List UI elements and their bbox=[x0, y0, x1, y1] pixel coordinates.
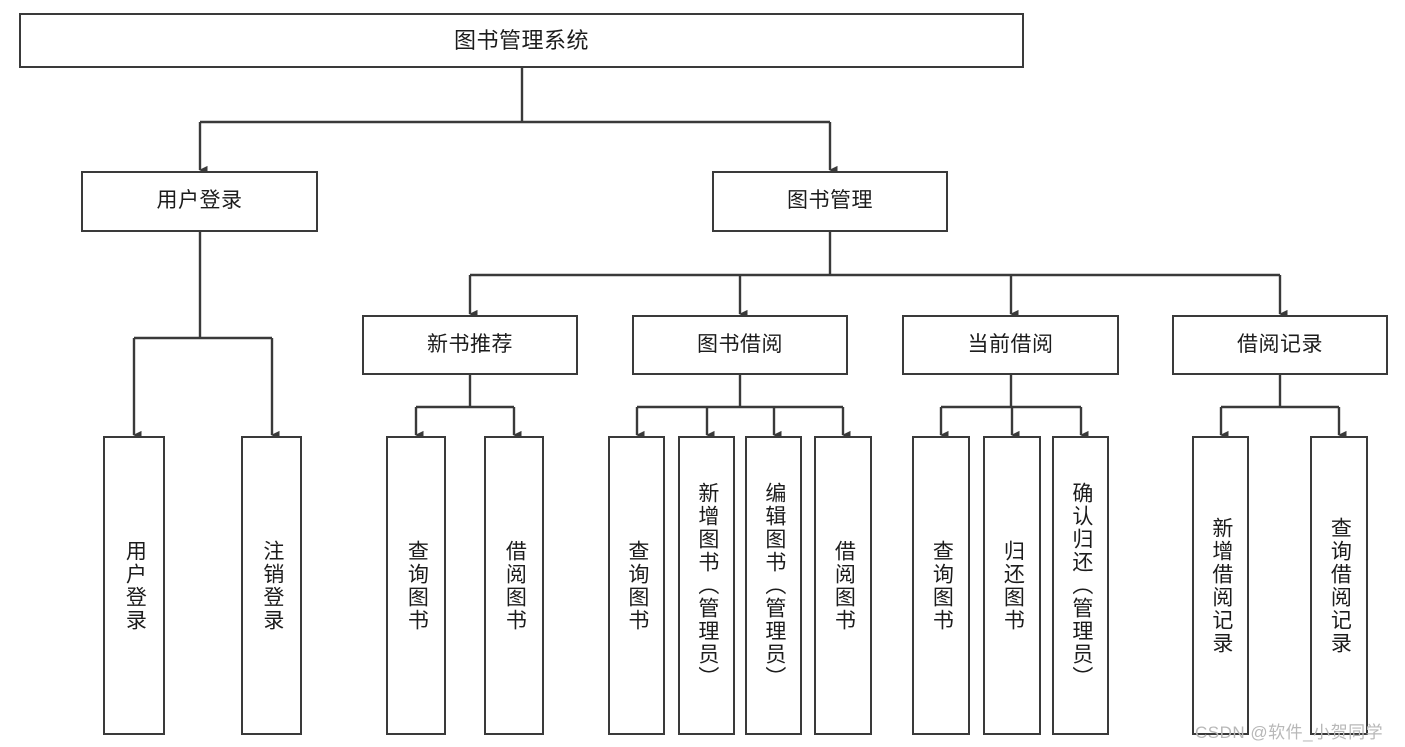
node-label: 查询图书 bbox=[405, 539, 429, 632]
node-current-borrow[interactable]: 当前借阅 bbox=[902, 315, 1119, 375]
node-label: 图书管理 bbox=[787, 189, 873, 213]
node-leaf-query-book-2[interactable]: 查询图书 bbox=[608, 436, 665, 735]
node-leaf-user-login[interactable]: 用户登录 bbox=[103, 436, 165, 735]
node-leaf-query-borrow-record[interactable]: 查询借阅记录 bbox=[1310, 436, 1368, 735]
node-label: 注销登录 bbox=[260, 539, 284, 632]
node-label: 归还图书 bbox=[1001, 539, 1025, 632]
node-label: 借阅图书 bbox=[832, 539, 856, 632]
node-book-borrow[interactable]: 图书借阅 bbox=[632, 315, 848, 375]
node-label: 用户登录 bbox=[123, 539, 147, 632]
node-root[interactable]: 图书管理系统 bbox=[19, 13, 1024, 68]
node-borrow-record[interactable]: 借阅记录 bbox=[1172, 315, 1388, 375]
node-label: 图书借阅 bbox=[697, 332, 783, 356]
node-label: 借阅记录 bbox=[1237, 332, 1323, 356]
node-leaf-borrow-book-1[interactable]: 借阅图书 bbox=[484, 436, 544, 735]
node-label: 图书管理系统 bbox=[453, 27, 589, 53]
node-leaf-query-book-1[interactable]: 查询图书 bbox=[386, 436, 446, 735]
node-leaf-return-book[interactable]: 归还图书 bbox=[983, 436, 1041, 735]
node-label: 用户登录 bbox=[156, 189, 243, 213]
node-label: 当前借阅 bbox=[967, 332, 1054, 356]
node-leaf-logout[interactable]: 注销登录 bbox=[241, 436, 302, 735]
edge-group bbox=[132, 68, 1347, 440]
node-book-manage[interactable]: 图书管理 bbox=[712, 171, 948, 232]
node-label: 新增借阅记录 bbox=[1209, 516, 1233, 655]
node-leaf-add-borrow-record[interactable]: 新增借阅记录 bbox=[1192, 436, 1249, 735]
node-leaf-query-book-3[interactable]: 查询图书 bbox=[912, 436, 970, 735]
node-leaf-add-book-admin[interactable]: 新增图书（管理员） bbox=[678, 436, 735, 735]
node-leaf-edit-book-admin[interactable]: 编辑图书（管理员） bbox=[745, 436, 802, 735]
node-leaf-borrow-book-2[interactable]: 借阅图书 bbox=[814, 436, 872, 735]
node-label: 编辑图书（管理员） bbox=[762, 482, 786, 689]
node-label: 查询借阅记录 bbox=[1328, 516, 1352, 655]
node-label: 新增图书（管理员） bbox=[695, 482, 719, 689]
node-label: 借阅图书 bbox=[503, 539, 527, 632]
node-label: 新书推荐 bbox=[427, 332, 513, 356]
node-new-book-rec[interactable]: 新书推荐 bbox=[362, 315, 578, 375]
node-leaf-confirm-return-admin[interactable]: 确认归还（管理员） bbox=[1052, 436, 1109, 735]
node-user-login[interactable]: 用户登录 bbox=[81, 171, 318, 232]
node-label: 查询图书 bbox=[625, 539, 649, 632]
node-label: 查询图书 bbox=[930, 539, 954, 632]
node-label: 确认归还（管理员） bbox=[1069, 482, 1093, 689]
